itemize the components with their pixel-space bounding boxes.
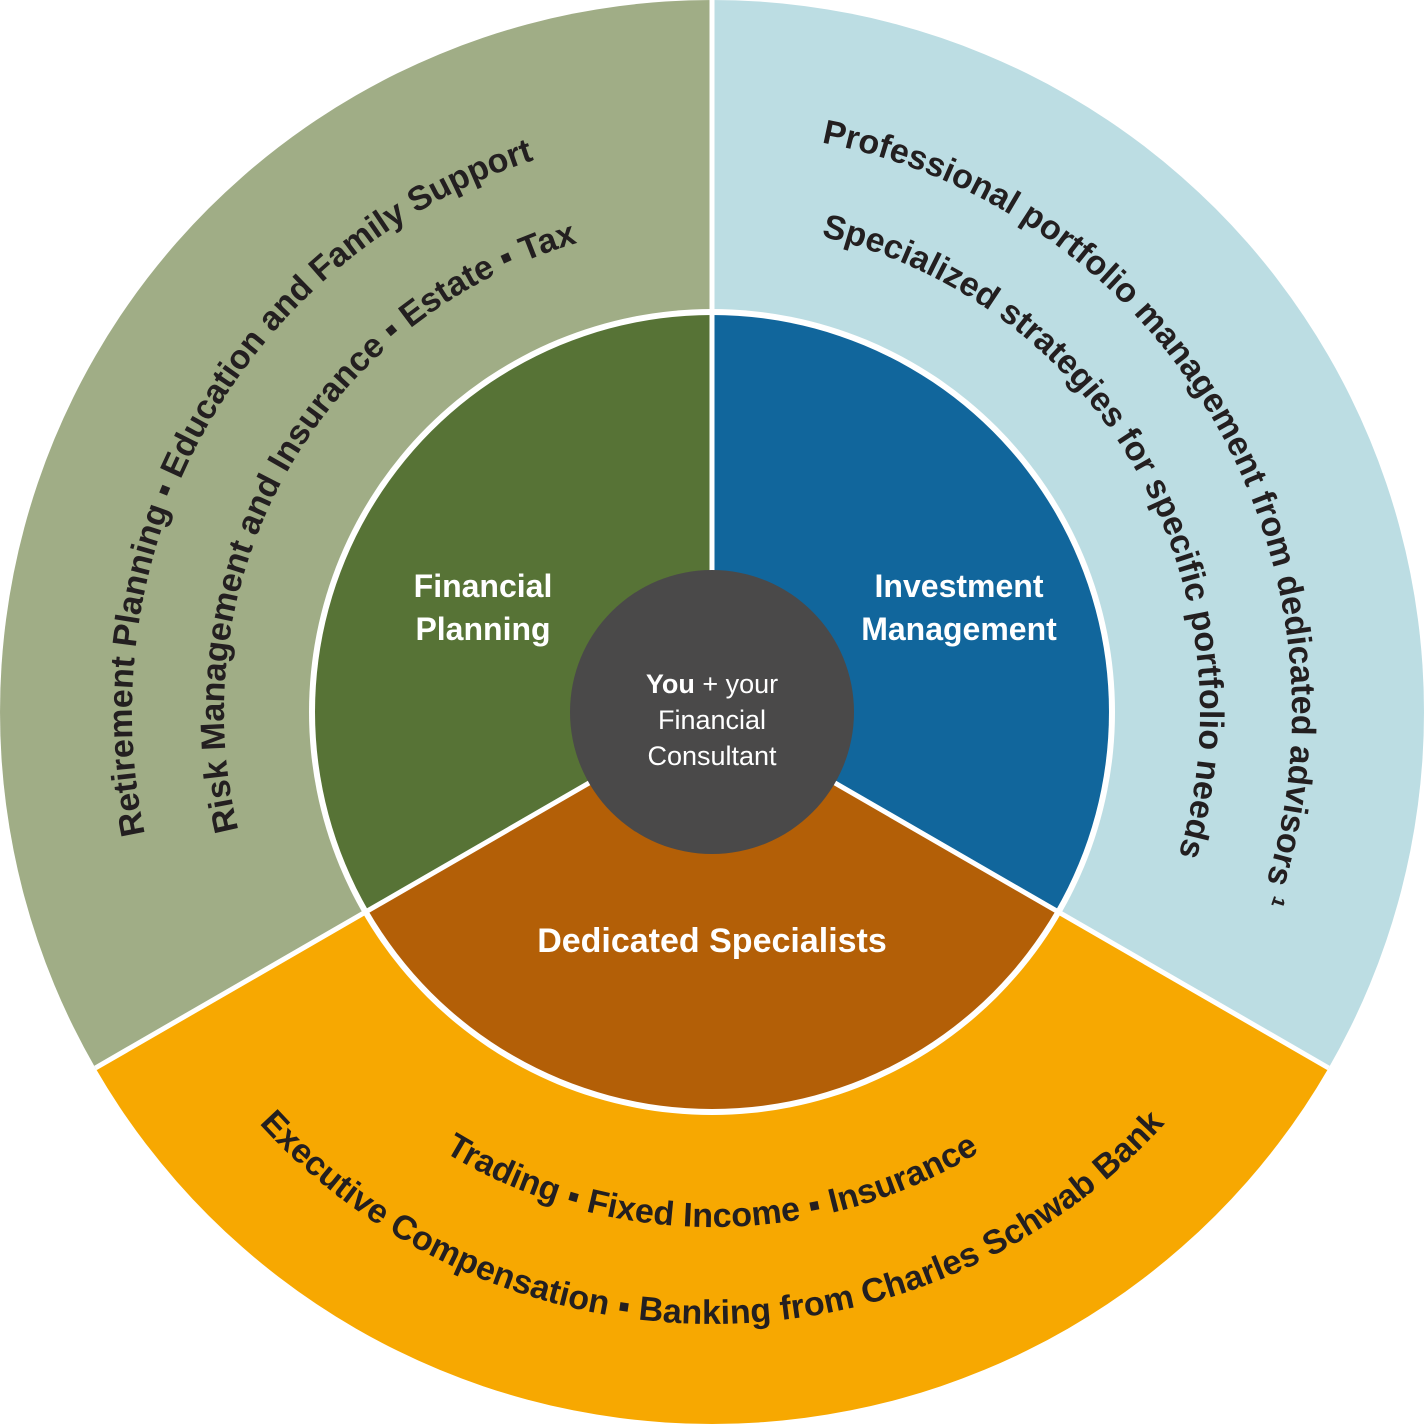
center-label-line1: You + your (646, 669, 778, 699)
financial-planning-label-line2: Planning (415, 611, 550, 647)
center-label: You + your Financial Consultant (646, 669, 778, 771)
inner-wedge-dedicated-specialists (368, 712, 1056, 1109)
dedicated-specialists-label: Dedicated Specialists (537, 922, 887, 960)
investment-management-label: Investment Management (861, 568, 1057, 647)
center-label-line3: Consultant (647, 741, 777, 771)
financial-planning-label-line1: Financial (414, 568, 553, 604)
financial-planning-label: Financial Planning (414, 568, 553, 647)
investment-management-label-line2: Management (861, 611, 1057, 647)
investment-management-label-line1: Investment (875, 568, 1044, 604)
center-circle (570, 570, 854, 854)
center-label-line2: Financial (658, 705, 766, 735)
